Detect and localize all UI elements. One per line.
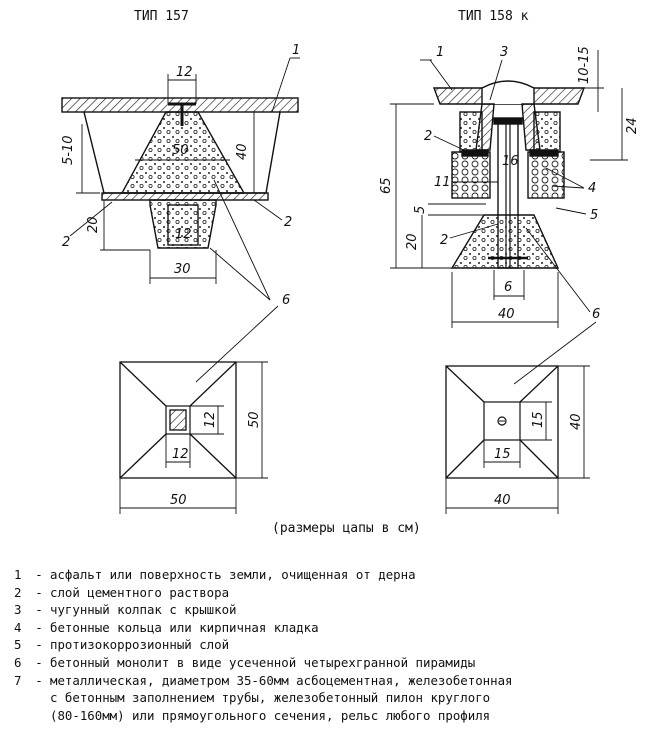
plan-right-dim-40-width: 40 [494,493,511,508]
plan-left-dim-50-height: 50 [247,411,262,428]
legend: 1-асфальт или поверхность земли, очищенн… [14,566,644,724]
concrete-ring-left [459,111,483,153]
dimensions-caption: (размеры цапы в см) [272,521,421,536]
plan-left-dim-12-width: 12 [172,447,189,462]
dim-right-16: 16 [502,154,519,169]
legend-item: 4-бетонные кольца или кирпичная кладка [14,619,319,635]
dim-left-12-top: 12 [176,65,193,80]
dim-right-11: 11 [434,175,451,190]
plan-left-dim-50-width: 50 [170,493,187,508]
dim-left-40: 40 [235,143,250,160]
dim-right-10-15: 10-15 [577,46,592,84]
dim-left-50: 50 [172,143,189,158]
pipe-center-marker [497,416,507,426]
legend-item: 6-бетонный монолит в виде усеченной четы… [14,654,476,670]
dim-right-24: 24 [625,117,640,134]
inner-column [167,204,199,246]
callout-right-5: 5 [590,208,598,223]
dim-right-5: 5 [413,206,428,214]
legend-item: 1-асфальт или поверхность земли, очищенн… [14,567,416,582]
plan-right-dim-40-height: 40 [569,413,584,430]
plan-left-dimensions [119,361,268,514]
plan-right-dim-15-height: 15 [531,411,546,428]
callout-right-2b: 2 [440,233,448,248]
section-type-158k [432,80,586,269]
plan-type-157 [119,361,237,479]
cast-iron-cap [481,80,535,104]
legend-item: 2-слой цементного раствора [14,584,230,600]
concrete-ring-right [533,111,561,153]
callout-right-1: 1 [436,45,444,60]
section-type-157 [61,97,299,249]
callout-right-6: 6 [592,307,600,322]
dim-right-20: 20 [405,233,420,250]
left-dimension-lines [69,57,300,301]
title-type-158k: ТИП 158 к [458,9,529,24]
dim-left-5-10: 5-10 [61,135,76,165]
callout-left-6: 6 [282,293,290,308]
upper-concrete-pyramid [120,111,246,194]
title-type-157: ТИП 157 [134,9,189,24]
callout-right-2a: 2 [424,129,432,144]
callout-right-4: 4 [588,181,596,196]
cement-layer [101,192,269,201]
plan-type-158k [445,365,559,479]
callout-left-1: 1 [292,43,300,58]
brick-ring-left [451,151,491,199]
callout-left-2b: 2 [284,215,292,230]
plan-left-dim-12-height: 12 [203,411,218,428]
dim-right-6: 6 [504,280,512,295]
plan-right-dim-15-width: 15 [494,447,511,462]
plan-right-dimensions [445,365,590,514]
callout-left-2a: 2 [62,235,70,250]
legend-item: 3-чугунный колпак с крышкой [14,602,237,618]
brick-ring-right [527,151,565,199]
dim-right-40: 40 [498,307,515,322]
right-dimension-lines [390,50,628,328]
dim-left-30: 30 [174,262,191,277]
dim-right-65: 65 [379,177,394,194]
dim-left-20: 20 [86,216,101,233]
concrete-pyramid-bottom [450,214,560,269]
dim-left-12-inner: 12 [175,227,192,242]
legend-item: 5-протизокоррозионный слой [14,637,230,653]
callout-6-leaders [195,305,597,385]
legend-item: 7-металлическая, диаметром 35-60мм асбоц… [14,672,513,723]
callout-right-3: 3 [500,45,508,60]
